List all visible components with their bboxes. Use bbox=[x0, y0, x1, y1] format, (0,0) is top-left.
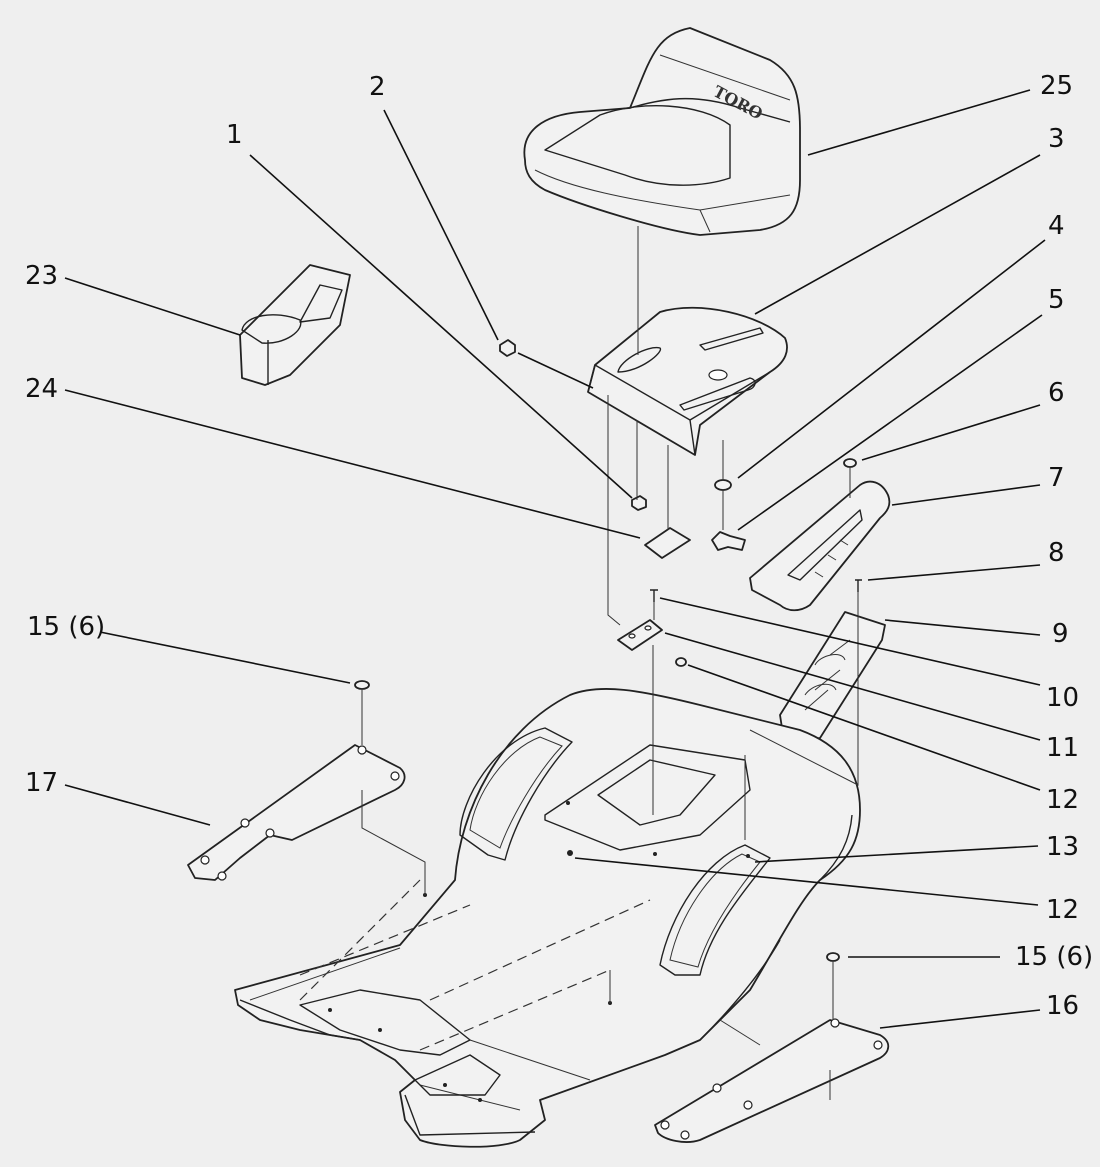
callout-23: 23 bbox=[25, 261, 59, 291]
callout-2: 2 bbox=[369, 72, 386, 102]
seat-part: TORO bbox=[523, 27, 801, 236]
callout-15-left: 15 (6) bbox=[27, 612, 106, 642]
callout-24: 24 bbox=[25, 374, 59, 404]
callout-10: 10 bbox=[1046, 683, 1080, 713]
seat-pan-part bbox=[587, 306, 788, 456]
callout-11: 11 bbox=[1046, 733, 1080, 763]
callout-12-upper: 12 bbox=[1046, 785, 1080, 815]
callout-7: 7 bbox=[1048, 463, 1065, 493]
callout-16: 16 bbox=[1046, 991, 1080, 1021]
right-footrest-plate-part bbox=[654, 1018, 890, 1143]
callout-15-right: 15 (6) bbox=[1015, 942, 1094, 972]
callout-5: 5 bbox=[1048, 285, 1065, 315]
leader-lines bbox=[64, 89, 1046, 1029]
seat-rail-part bbox=[779, 611, 886, 741]
callout-9: 9 bbox=[1052, 619, 1069, 649]
callout-25: 25 bbox=[1040, 71, 1074, 101]
cup-holder-part bbox=[239, 264, 351, 386]
callout-4: 4 bbox=[1048, 211, 1065, 241]
assembly-lines bbox=[361, 226, 859, 1100]
callout-3: 3 bbox=[1048, 124, 1065, 154]
left-footrest-plate-part bbox=[187, 744, 406, 881]
fender-chassis-part bbox=[234, 688, 861, 1148]
callout-1: 1 bbox=[226, 120, 243, 150]
seat-slide-plate-part bbox=[749, 480, 891, 612]
callout-12-lower: 12 bbox=[1046, 895, 1080, 925]
callout-6: 6 bbox=[1048, 378, 1065, 408]
callout-13: 13 bbox=[1046, 832, 1080, 862]
callout-17: 17 bbox=[25, 768, 59, 798]
callout-8: 8 bbox=[1048, 538, 1065, 568]
